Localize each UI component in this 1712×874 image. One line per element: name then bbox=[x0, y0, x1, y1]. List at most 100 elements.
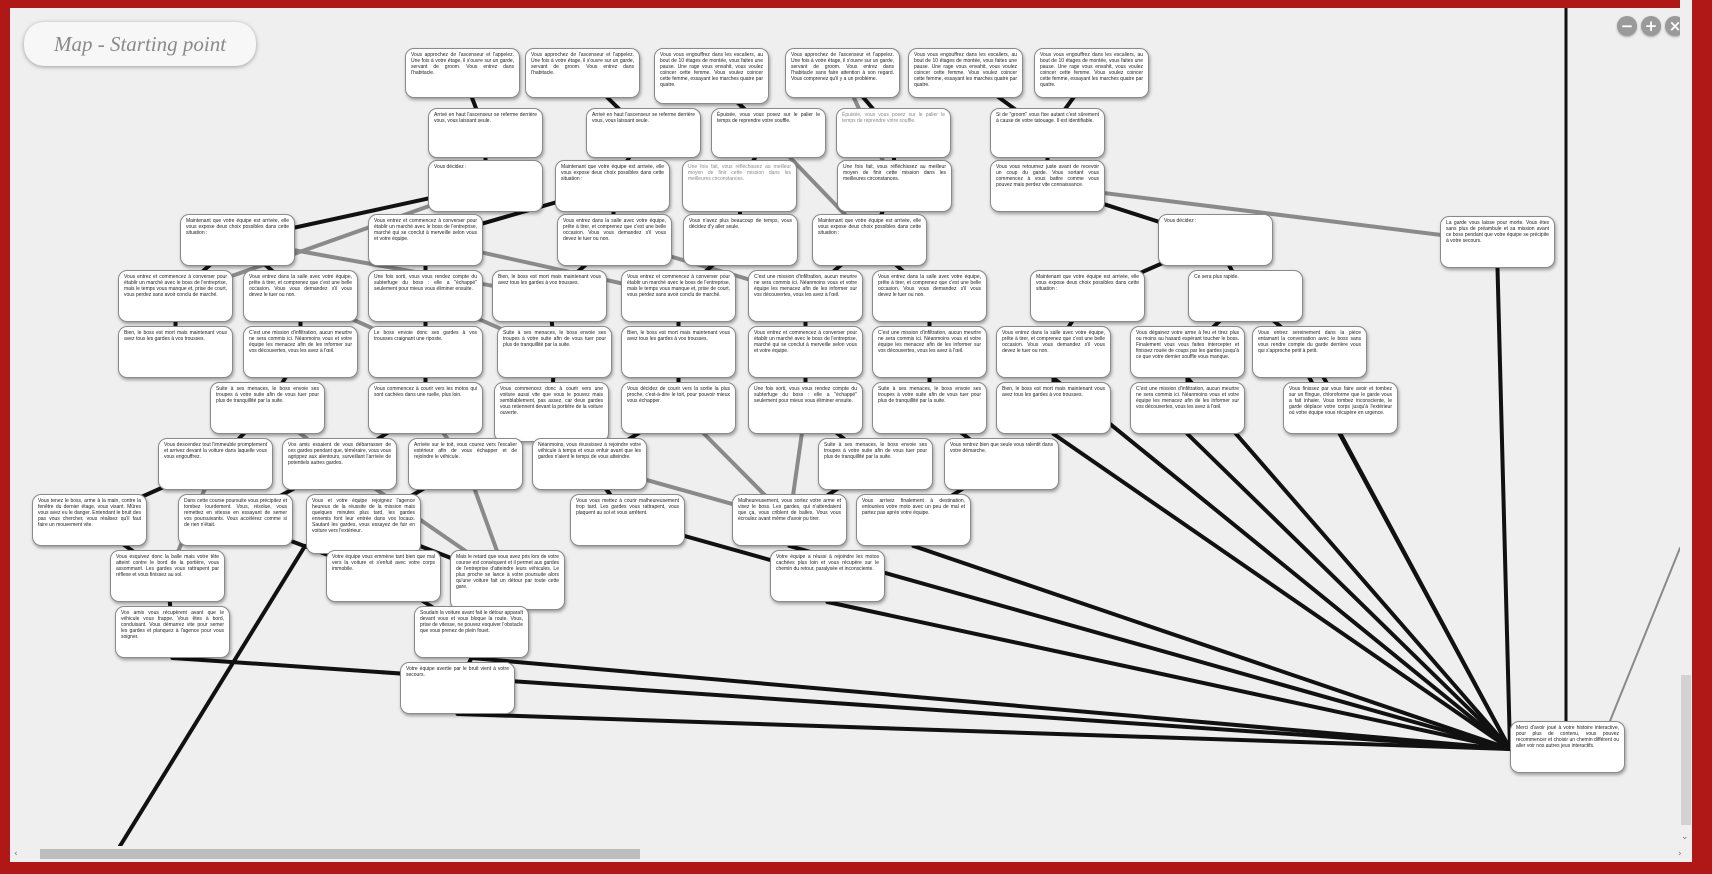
story-node[interactable]: C'est une mission d'infiltration, aucun … bbox=[748, 270, 863, 322]
story-node[interactable]: Vous commencez donc à courir vers une vo… bbox=[494, 382, 609, 442]
story-node[interactable]: Maintenant que votre équipe est arrivée,… bbox=[555, 160, 670, 212]
story-node[interactable]: Ce sera plus rapide. bbox=[1188, 270, 1303, 322]
story-node[interactable]: Vous entrez sereinement dans la pièce en… bbox=[1252, 326, 1367, 378]
horizontal-scrollbar-thumb[interactable] bbox=[40, 849, 640, 859]
ending-connection-line bbox=[455, 712, 1512, 751]
story-node[interactable]: Vous dégainez votre arme à feu et tirez … bbox=[1130, 326, 1245, 378]
horizontal-scrollbar[interactable]: ‹ › bbox=[10, 846, 1692, 862]
story-node[interactable]: Vous vous engouffrez dans les escaliers,… bbox=[654, 48, 769, 104]
connection-line bbox=[1045, 184, 1500, 244]
story-node[interactable]: Suite à ses menaces, le boss envoie ses … bbox=[818, 438, 933, 490]
ending-connection-line bbox=[825, 600, 1512, 751]
story-node[interactable]: Vous entrez dans la salle avec votre équ… bbox=[996, 326, 1111, 378]
story-node[interactable]: Vous approchez de l'ascenseur et l'appel… bbox=[405, 48, 520, 98]
story-node[interactable]: C'est une mission d'infiltration, aucun … bbox=[872, 326, 987, 378]
map-title: Map - Starting point bbox=[24, 22, 256, 66]
story-node[interactable]: Soudain la voiture avant fait le détour … bbox=[414, 606, 529, 658]
story-node[interactable]: Vous entrez dans la salle avec votre équ… bbox=[243, 270, 358, 322]
story-node[interactable]: Suite à ses menaces, le boss envoie ses … bbox=[872, 382, 987, 434]
story-node[interactable]: Vous n'avez plus beaucoup de temps, vous… bbox=[683, 214, 798, 266]
ending-connection-line bbox=[1051, 376, 1512, 751]
vertical-scrollbar[interactable]: ⌄ bbox=[1680, 0, 1692, 846]
story-node[interactable]: Vous tenez le boss, arme à la main, cont… bbox=[32, 494, 147, 546]
story-node[interactable]: Vous approchez de l'ascenseur et l'appel… bbox=[785, 48, 900, 98]
ending-connection-line bbox=[1185, 432, 1512, 751]
story-node[interactable]: Bien, le boss est mort mais maintenant v… bbox=[996, 382, 1111, 434]
story-node[interactable]: Suite à ses menaces, le boss envoie ses … bbox=[210, 382, 325, 434]
story-node[interactable]: Une fois sorti, vous vous rendez compte … bbox=[368, 270, 483, 322]
story-node[interactable]: Vous entrez et commencez à converser pou… bbox=[368, 214, 483, 266]
story-node[interactable]: Bien, le boss est mort mais maintenant v… bbox=[492, 270, 607, 322]
story-node[interactable]: Vous vous mettez à courir malheureusemen… bbox=[570, 494, 685, 546]
story-node[interactable]: Vous vous engouffrez dans les escaliers,… bbox=[908, 48, 1023, 98]
ending-connection-line bbox=[911, 544, 1512, 751]
story-node[interactable]: Le boss envoie donc ses gardes à vos tro… bbox=[368, 326, 483, 378]
minus-icon: − bbox=[1620, 17, 1634, 35]
story-node[interactable]: Arrivé en haut l'ascenseur se referme de… bbox=[428, 108, 543, 158]
story-node[interactable]: Épuisée, vous vous posez sur le palier l… bbox=[836, 108, 951, 158]
story-node[interactable]: Épuisée, vous vous posez sur le palier l… bbox=[711, 108, 826, 158]
scroll-left-icon[interactable]: ‹ bbox=[14, 849, 18, 859]
story-node[interactable]: Vous entrez et commencez à converser pou… bbox=[118, 270, 233, 322]
story-node[interactable]: Si de "groom" vous fixe autant c'est sûr… bbox=[990, 108, 1105, 158]
story-node[interactable]: Vous entrez et commencez à converser pou… bbox=[621, 270, 736, 322]
connection-line bbox=[1609, 547, 1681, 722]
story-map-canvas[interactable]: Vous approchez de l'ascenseur et l'appel… bbox=[10, 8, 1692, 846]
story-node[interactable]: Arrivé en haut l'ascenseur se referme de… bbox=[586, 108, 701, 158]
ending-connection-line bbox=[469, 656, 1512, 751]
story-node[interactable]: Vous vous retournez juste avant de recev… bbox=[990, 160, 1105, 212]
zoom-in-button[interactable]: + bbox=[1641, 16, 1661, 36]
story-node[interactable]: Maintenant que votre équipe est arrivée,… bbox=[1030, 270, 1145, 322]
ending-connection-line bbox=[1051, 432, 1512, 751]
story-node[interactable]: Vous finissez par vous faire avoir et to… bbox=[1283, 382, 1398, 434]
story-node[interactable]: Vous esquivez donc la balle mais votre t… bbox=[110, 550, 225, 602]
story-node[interactable]: Bien, le boss est mort mais maintenant v… bbox=[621, 326, 736, 378]
story-node[interactable]: Votre équipe vous emmène tant bien que m… bbox=[326, 550, 441, 602]
story-node[interactable]: C'est une mission d'infiltration, aucun … bbox=[243, 326, 358, 378]
ending-connection-line bbox=[170, 656, 1512, 751]
story-node[interactable]: Vous vous engouffrez dans les escaliers,… bbox=[1034, 48, 1149, 98]
story-node[interactable]: Vous descendez tout l'immeuble prompteme… bbox=[158, 438, 273, 490]
story-node[interactable]: Bien, le boss est mort mais maintenant v… bbox=[118, 326, 233, 378]
story-node[interactable]: Merci d'avoir joué à votre histoire inte… bbox=[1510, 721, 1625, 773]
story-node[interactable]: Néanmoins, vous réussissez à rejoindre v… bbox=[532, 438, 647, 490]
story-node[interactable]: Une fois fait, vous réfléchissez au meil… bbox=[837, 160, 952, 212]
ending-connection-line bbox=[1338, 432, 1512, 751]
ending-connection-line bbox=[1495, 266, 1512, 751]
story-node[interactable]: Dans cette course poursuite vous précipi… bbox=[178, 494, 293, 546]
scroll-down-icon[interactable]: ⌄ bbox=[1681, 832, 1689, 842]
story-node[interactable]: Vous rentrez bien que seule vous ralenti… bbox=[944, 438, 1059, 490]
zoom-out-button[interactable]: − bbox=[1617, 16, 1637, 36]
story-node[interactable]: Vous décidez de courir vers la sortie la… bbox=[621, 382, 736, 434]
story-node[interactable]: Suite à ses menaces, le boss envoie ses … bbox=[497, 326, 612, 378]
story-node[interactable]: Vous approchez de l'ascenseur et l'appel… bbox=[525, 48, 640, 98]
story-node[interactable]: Une fois fait, vous réfléchissez au meil… bbox=[682, 160, 797, 212]
ending-connection-line bbox=[1185, 376, 1512, 751]
story-node[interactable]: Malheureusement, vous sortez votre arme … bbox=[732, 494, 847, 546]
story-node[interactable]: Vous entrez dans la salle avec votre équ… bbox=[557, 214, 672, 266]
story-node[interactable]: Votre équipe a réussi à rejoindre les mo… bbox=[770, 550, 885, 602]
story-node[interactable]: Une fois sorti, vous vous rendez compte … bbox=[748, 382, 863, 434]
story-node[interactable]: Vos amis vous récupèrent avant que le vé… bbox=[115, 606, 230, 658]
story-node[interactable]: Vous arrivez finalement à destination, e… bbox=[856, 494, 971, 546]
story-node[interactable]: Vous entrez et commencez à converser pou… bbox=[748, 326, 863, 378]
story-node[interactable]: Vos amis essaient de vous débarrasser de… bbox=[282, 438, 397, 490]
story-node[interactable]: Votre équipe avertie par le bruit vient … bbox=[400, 662, 515, 714]
story-node[interactable]: Vous décidez : bbox=[1158, 214, 1273, 266]
plus-icon: + bbox=[1644, 17, 1658, 35]
story-node[interactable]: Vous commencez à courir vers les motos q… bbox=[368, 382, 483, 434]
story-node[interactable]: La garde vous laisse pour morte. Vous êt… bbox=[1440, 216, 1555, 268]
story-node[interactable]: Arrivée sur le toit, vous courez vers l'… bbox=[408, 438, 523, 490]
scroll-right-icon[interactable]: › bbox=[1678, 849, 1682, 859]
story-node[interactable]: Vous entrez dans la salle avec votre équ… bbox=[872, 270, 987, 322]
ending-connection-line bbox=[787, 544, 1512, 751]
story-node[interactable]: Vous et votre équipe rejoignez l'agence … bbox=[306, 494, 421, 554]
vertical-scrollbar-thumb[interactable] bbox=[1681, 675, 1691, 825]
story-node[interactable]: Vous décidez : bbox=[428, 160, 543, 212]
story-node[interactable]: Maintenant que votre équipe est arrivée,… bbox=[812, 214, 927, 266]
story-node[interactable]: C'est une mission d'infiltration, aucun … bbox=[1130, 382, 1245, 434]
close-icon: × bbox=[1668, 17, 1682, 35]
story-node[interactable]: Maintenant que votre équipe est arrivée,… bbox=[180, 214, 295, 266]
story-node[interactable]: Mais le retard que vous avez pris lors d… bbox=[450, 550, 565, 610]
